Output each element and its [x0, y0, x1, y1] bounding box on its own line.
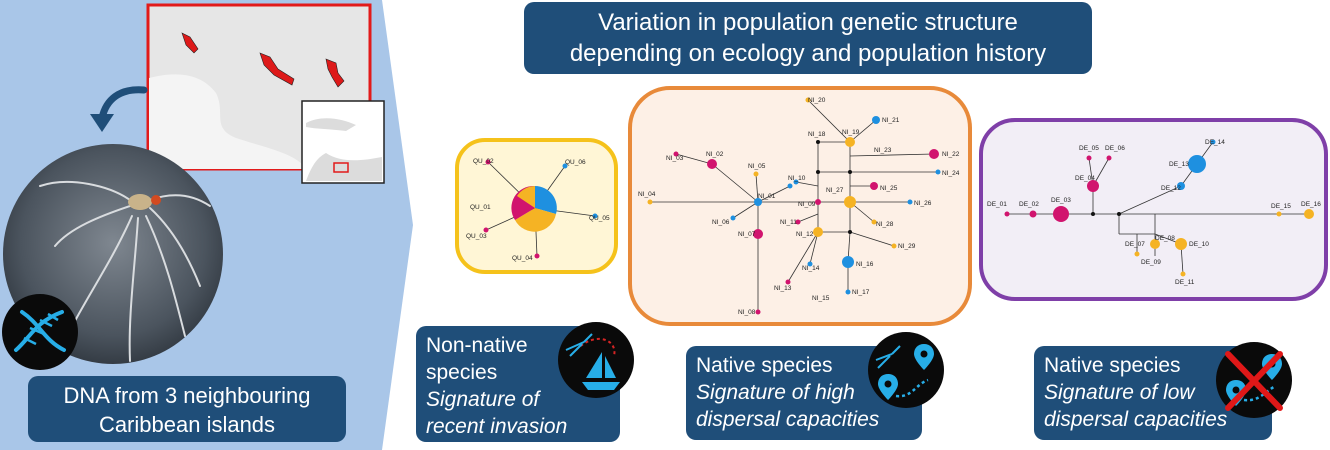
title-line1: Variation in population genetic structur…: [598, 9, 1018, 36]
label-ni-10: NI_10: [788, 175, 806, 182]
caption-non-native-line3: Signature of: [426, 388, 540, 411]
label-de-09: DE_09: [1141, 259, 1161, 266]
crossed-route-icon: [1216, 342, 1292, 418]
network-qu: QU_01 QU_02 QU_03 QU_04 QU_05 QU_06: [466, 158, 610, 262]
label-ni-26: NI_26: [914, 200, 932, 207]
label-ni-12: NI_12: [796, 231, 814, 238]
label-de-14: DE_14: [1205, 139, 1225, 146]
label-ni-07: NI_07: [738, 231, 756, 238]
label-qu-03: QU_03: [466, 233, 487, 240]
label-de-10: DE_10: [1189, 241, 1209, 248]
label-qu-04: QU_04: [512, 255, 533, 262]
label-de-15: DE_15: [1271, 203, 1291, 210]
label-de-12: DE_12: [1161, 185, 1181, 192]
caption-high-dispersal-line2: Signature of high: [696, 381, 855, 404]
label-de-03: DE_03: [1051, 197, 1071, 204]
label-ni-06: NI_06: [712, 219, 730, 226]
label-ni-13: NI_13: [774, 285, 792, 292]
dna-caption-line1: DNA from 3 neighbouring: [63, 383, 311, 408]
label-ni-09: NI_09: [798, 201, 816, 208]
label-de-05: DE_05: [1079, 145, 1099, 152]
network-ni: NI_01 NI_02 NI_03 NI_04 NI_05 NI_06 NI_0…: [638, 97, 960, 316]
label-qu-05: QU_05: [589, 215, 610, 222]
label-ni-17: NI_17: [852, 289, 870, 296]
label-ni-05: NI_05: [748, 163, 766, 170]
label-ni-21: NI_21: [882, 117, 900, 124]
caption-high-dispersal-line1: Native species: [696, 354, 833, 377]
label-de-13: DE_13: [1169, 161, 1189, 168]
pie-qu-01: [511, 185, 557, 232]
title-line2: depending on ecology and population hist…: [569, 40, 1047, 67]
caption-non-native-line4: recent invasion: [426, 415, 568, 438]
label-ni-03: NI_03: [666, 155, 684, 162]
label-ni-04: NI_04: [638, 191, 656, 198]
mosquito-route-icon: [868, 332, 944, 408]
label-de-16: DE_16: [1301, 201, 1321, 208]
island-curacao: [259, 52, 295, 86]
label-ni-24: NI_24: [942, 170, 960, 177]
caption-non-native-line1: Non-native: [426, 334, 528, 357]
dna-caption-line2: Caribbean islands: [98, 412, 276, 437]
label-qu-06: QU_06: [565, 159, 586, 166]
dna-caption: DNA from 3 neighbouring Caribbean island…: [28, 376, 346, 442]
label-ni-08: NI_08: [738, 309, 756, 316]
network-de: DE_01 DE_02 DE_03 DE_04 DE_05 DE_06 DE_0…: [987, 139, 1321, 286]
label-ni-28: NI_28: [876, 221, 894, 228]
label-de-04: DE_04: [1075, 175, 1095, 182]
label-ni-29: NI_29: [898, 243, 916, 250]
panel-ni: [628, 86, 972, 326]
label-ni-11: NI_11: [780, 219, 797, 226]
label-de-01: DE_01: [987, 201, 1007, 208]
label-ni-18: NI_18: [808, 131, 826, 138]
caption-high-dispersal-line3: dispersal capacities: [696, 408, 880, 431]
label-ni-02: NI_02: [706, 151, 724, 158]
label-ni-16: NI_16: [856, 261, 874, 268]
label-ni-20: NI_20: [808, 97, 826, 104]
label-qu-02: QU_02: [473, 158, 494, 165]
caption-low-dispersal-line3: dispersal capacities: [1044, 408, 1228, 431]
label-de-07: DE_07: [1125, 241, 1145, 248]
caption-low-dispersal-line2: Signature of low: [1044, 381, 1195, 404]
label-qu-01: QU_01: [470, 204, 491, 211]
island-bonaire: [325, 58, 345, 88]
island-aruba: [181, 32, 199, 54]
label-ni-25: NI_25: [880, 185, 898, 192]
label-ni-01: NI_01: [758, 193, 776, 200]
label-de-02: DE_02: [1019, 201, 1039, 208]
panel-de: [979, 118, 1328, 301]
curved-arrow-icon: [90, 86, 148, 132]
label-ni-19: NI_19: [842, 129, 860, 136]
label-ni-15: NI_15: [812, 295, 830, 302]
label-de-06: DE_06: [1105, 145, 1125, 152]
dna-icon: [2, 294, 78, 370]
label-ni-23: NI_23: [874, 147, 892, 154]
label-de-08: DE_08: [1155, 235, 1175, 242]
label-ni-22: NI_22: [942, 151, 960, 158]
caribbean-map: [146, 3, 385, 184]
caption-non-native-line2: species: [426, 361, 498, 384]
caption-low-dispersal-line1: Native species: [1044, 354, 1181, 377]
label-ni-27: NI_27: [826, 187, 844, 194]
mosquito-boat-icon: [558, 322, 634, 398]
page-title: Variation in population genetic structur…: [524, 2, 1092, 74]
label-de-11: DE_11: [1175, 279, 1195, 286]
label-ni-14: NI_14: [802, 265, 820, 272]
